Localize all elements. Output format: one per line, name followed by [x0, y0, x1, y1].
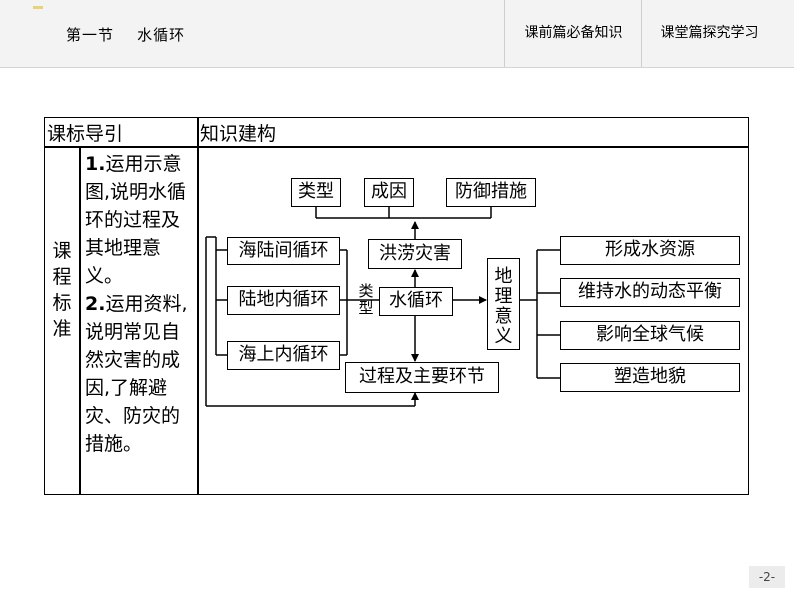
column-header-knowledge-build: 知识建构 — [200, 123, 277, 145]
node-sea-internal-cycle: 海上内循环 — [227, 341, 340, 370]
header-decoration — [33, 6, 43, 9]
node-prevention: 防御措施 — [446, 178, 536, 207]
node-sea-land-cycle: 海陆间循环 — [227, 237, 340, 265]
section-title: 第一节 水循环 — [66, 26, 186, 44]
standards-text: 1.运用示意图,说明水循环的过程及其地理意义。 2.运用资料,说明常见自然灾害的… — [85, 150, 197, 458]
table-divider — [79, 146, 81, 494]
table-divider — [197, 118, 199, 494]
node-flood-disaster: 洪涝灾害 — [368, 239, 462, 269]
slide-header: 第一节 水循环 课前篇必备知识 课堂篇探究学习 — [0, 0, 794, 68]
column-header-guide: 课标导引 — [47, 123, 124, 145]
node-geographic-significance: 地理意义 — [487, 258, 520, 350]
node-significance-item: 塑造地貌 — [560, 363, 740, 392]
standard-item: 2.运用资料,说明常见自然灾害的成因,了解避灾、防灾的措施。 — [85, 293, 188, 455]
tab-inclass-inquiry[interactable]: 课堂篇探究学习 — [641, 0, 777, 67]
node-land-internal-cycle: 陆地内循环 — [227, 286, 340, 315]
tab-preclass-knowledge[interactable]: 课前篇必备知识 — [504, 0, 642, 67]
table-divider — [45, 146, 748, 148]
node-cause: 成因 — [364, 178, 414, 207]
standards-label: 课程标准 — [52, 240, 72, 340]
node-significance-item: 形成水资源 — [560, 236, 740, 265]
standard-item: 1.运用示意图,说明水循环的过程及其地理意义。 — [85, 153, 187, 287]
curriculum-table: 课标导引 知识建构 课程标准 1.运用示意图,说明水循环的过程及其地理意义。 2… — [44, 117, 749, 495]
node-water-cycle: 水循环 — [379, 287, 453, 316]
node-significance-item: 影响全球气候 — [560, 321, 740, 350]
node-type: 类型 — [291, 178, 341, 207]
node-process-steps: 过程及主要环节 — [345, 362, 499, 393]
page-number: -2- — [749, 566, 785, 588]
node-significance-item: 维持水的动态平衡 — [560, 278, 740, 307]
types-label: 类型 — [358, 282, 374, 317]
